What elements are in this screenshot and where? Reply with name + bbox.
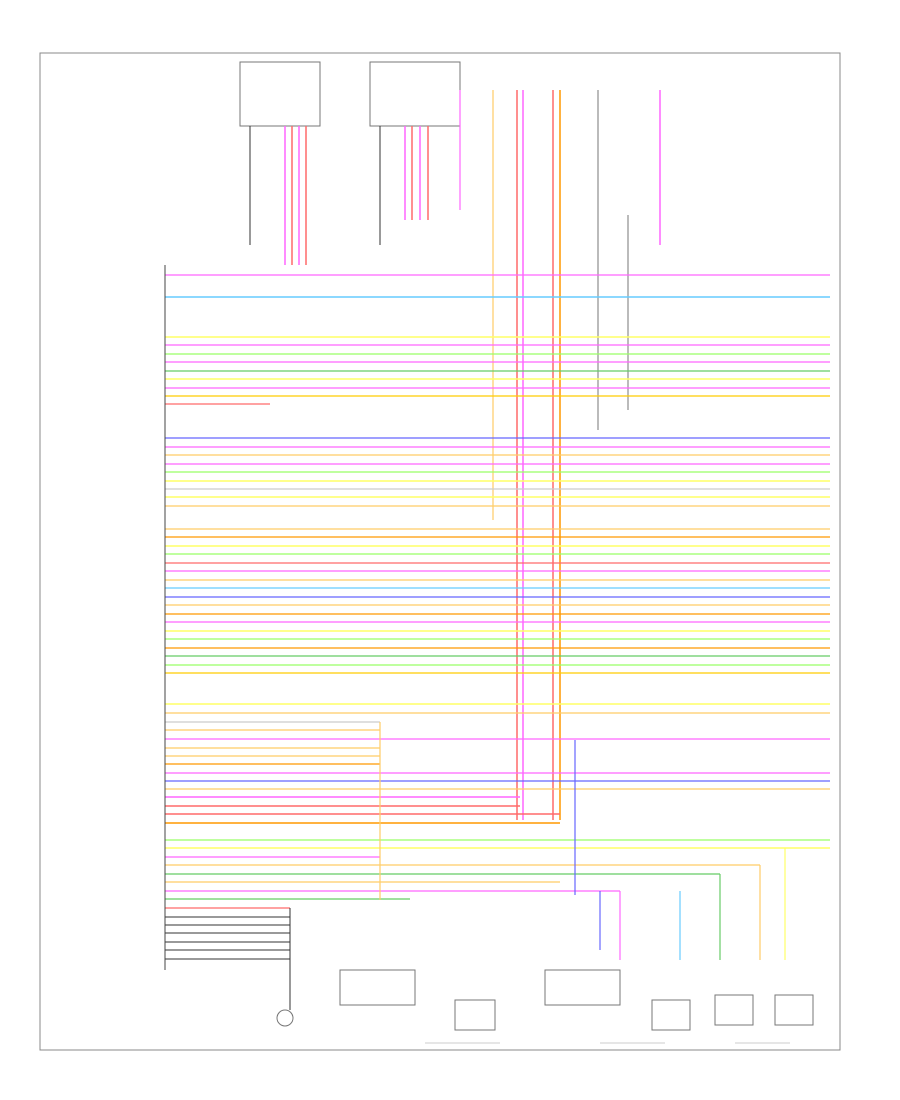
- ground-symbol: [276, 1009, 294, 1027]
- right-top-module: [369, 61, 461, 127]
- horizontal-wires: [165, 274, 830, 960]
- diagram-frame: [39, 52, 841, 1051]
- bottom-connector-1: [454, 999, 496, 1031]
- bottom-connector-3: [714, 994, 754, 1026]
- bottom-vertical-wires: [289, 722, 786, 1010]
- bottom-connector-2: [651, 999, 691, 1031]
- bottom-connector-4: [774, 994, 814, 1026]
- bottom-left-component: [339, 969, 416, 1006]
- bottom-right-component: [544, 969, 621, 1006]
- left-top-module: [239, 61, 321, 127]
